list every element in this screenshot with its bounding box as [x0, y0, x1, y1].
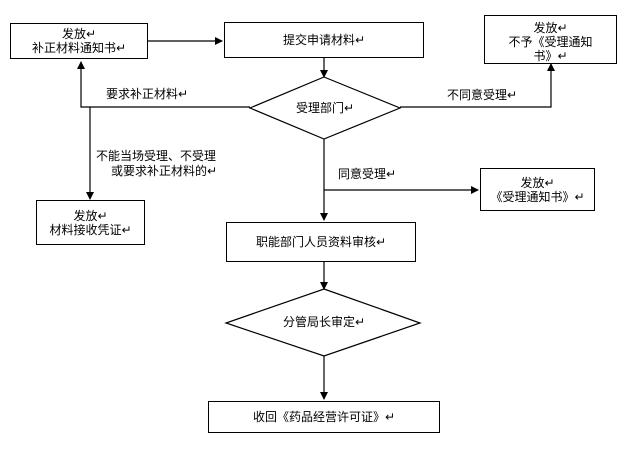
- node-license-label: 收回《药品经营许可证》↵: [252, 410, 396, 424]
- edge-label-cannot-line2: 或要求补正材料的↵: [111, 164, 218, 178]
- decision-accept-dept: [248, 76, 402, 140]
- edge-disagree: [400, 63, 555, 108]
- node-notice-supplement: 发放↵ 补正材料通知书↵: [10, 23, 148, 59]
- node-submit: 提交申请材料↵: [224, 22, 424, 58]
- decision-approve: [224, 288, 422, 357]
- edge-require-supplement: [77, 61, 250, 108]
- node-reject-notice-line3: 书》↵: [533, 49, 568, 63]
- node-receipt: 发放↵ 材料接收凭证↵: [36, 200, 145, 245]
- node-reject-notice-line2: 不予《受理通知: [508, 35, 593, 49]
- node-license: 收回《药品经营许可证》↵: [208, 401, 440, 433]
- edge-label-disagree: 不同意受理↵: [447, 88, 518, 102]
- node-receipt-line2: 材料接收凭证↵: [49, 222, 132, 237]
- node-accept-notice: 发放↵ 《受理通知书》↵: [480, 168, 595, 211]
- decision-approve-label: 分管局长审定↵: [282, 315, 366, 329]
- edge-label-require-supplement: 要求补正材料↵: [106, 87, 189, 101]
- node-notice-supplement-line2: 补正材料通知书↵: [31, 41, 127, 55]
- node-review-label: 职能部门人员资料审核↵: [255, 235, 387, 249]
- edge-label-agree: 同意受理↵: [338, 167, 397, 181]
- node-accept-notice-line2: 《受理通知书》↵: [490, 189, 585, 204]
- node-receipt-line1: 发放↵: [73, 208, 108, 223]
- node-notice-supplement-line1: 发放↵: [61, 27, 97, 41]
- edge-label-cannot-line1: 不能当场受理、不受理: [96, 149, 217, 163]
- decision-accept-dept-label: 受理部门↵: [295, 101, 355, 115]
- node-reject-notice-line1: 发放↵: [533, 21, 568, 35]
- node-reject-notice: 发放↵ 不予《受理通知 书》↵: [484, 15, 617, 64]
- node-accept-notice-line1: 发放↵: [520, 175, 555, 190]
- node-review: 职能部门人员资料审核↵: [226, 222, 416, 262]
- node-submit-label: 提交申请材料↵: [282, 33, 366, 47]
